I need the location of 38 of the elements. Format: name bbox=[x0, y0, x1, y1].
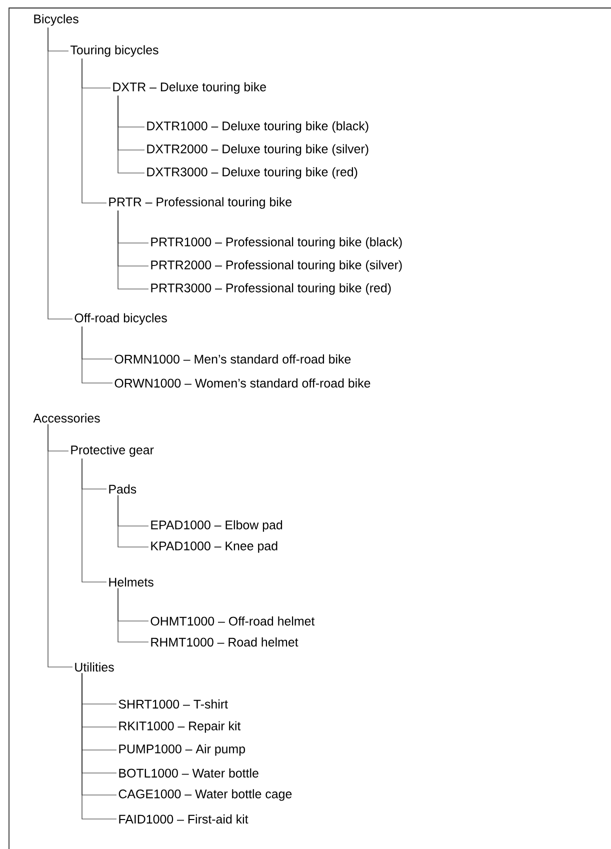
tree-item: DXTR1000 – Deluxe touring bike (black) bbox=[147, 121, 368, 133]
tree-item: DXTR – Deluxe touring bike bbox=[113, 82, 266, 94]
tree-item: RHMT1000 – Road helmet bbox=[151, 637, 298, 647]
tree-connector bbox=[118, 210, 149, 290]
tree-connector bbox=[82, 458, 107, 582]
tree-item: ORMN1000 – Men’s standard off-road bike bbox=[114, 354, 351, 364]
tree-item: CAGE1000 – Water bottle cage bbox=[118, 789, 292, 801]
tree-item: PRTR1000 – Professional touring bike (black) bbox=[151, 237, 402, 249]
tree-connector bbox=[118, 588, 149, 642]
tree-item: SHRT1000 – T-shirt bbox=[118, 699, 228, 709]
tree-item: Bicycles bbox=[34, 14, 78, 26]
tree-item: PRTR – Professional touring bike bbox=[109, 197, 292, 209]
tree-connector bbox=[82, 672, 117, 820]
tree-connector bbox=[118, 95, 145, 174]
tree-item: FAID1000 – First-aid kit bbox=[119, 814, 248, 824]
tree-item: ORWN1000 – Women’s standard off-road bike bbox=[114, 378, 370, 388]
tree-item: OHMT1000 – Off-road helmet bbox=[150, 616, 315, 626]
tree-item: RKIT1000 – Repair kit bbox=[119, 721, 241, 733]
tree-item: Accessories bbox=[33, 413, 100, 423]
tree-item: Touring bicycles bbox=[70, 45, 158, 57]
tree-item: Utilities bbox=[75, 662, 114, 672]
tree-item: Helmets bbox=[109, 577, 154, 587]
tree-item: Pads bbox=[109, 484, 136, 494]
tree-connector bbox=[82, 58, 107, 204]
tree-item: Protective gear bbox=[71, 445, 154, 457]
tree-item: Off-road bicycles bbox=[74, 313, 167, 325]
tree-connector bbox=[48, 424, 73, 668]
tree-item: PRTR3000 – Professional touring bike (red) bbox=[151, 283, 391, 295]
tree-item: KPAD1000 – Knee pad bbox=[151, 541, 278, 553]
tree-item: EPAD1000 – Elbow pad bbox=[151, 520, 282, 532]
tree-connector bbox=[118, 494, 149, 548]
tree-item: PRTR2000 – Professional touring bike (silver) bbox=[151, 260, 402, 272]
tree-connector bbox=[48, 27, 73, 320]
tree-item: DXTR2000 – Deluxe touring bike (silver) bbox=[147, 144, 368, 156]
tree-connector bbox=[82, 326, 113, 384]
tree-item: BOTL1000 – Water bottle bbox=[119, 768, 258, 778]
tree-item: DXTR3000 – Deluxe touring bike (red) bbox=[147, 167, 358, 179]
tree-item: PUMP1000 – Air pump bbox=[119, 744, 246, 756]
